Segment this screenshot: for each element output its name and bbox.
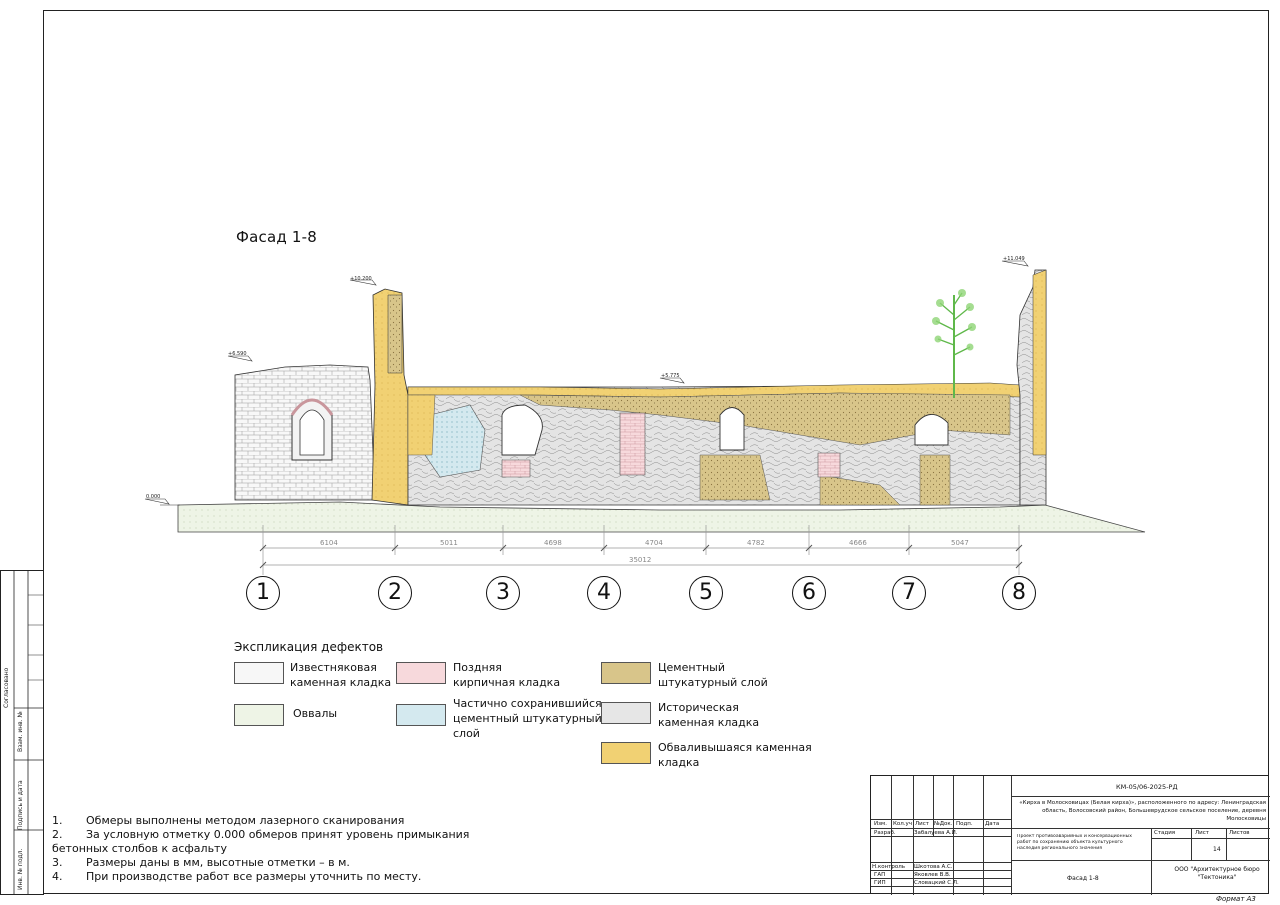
drawing-frame bbox=[43, 10, 1269, 894]
elevation-mark-zero: 0.000 bbox=[146, 494, 161, 500]
side-stamp-replace-inv: Взам. инв. № bbox=[17, 711, 24, 752]
legend-text-collapsing-stone: Обваливышаяся каменная кладка bbox=[658, 741, 812, 769]
legend-text-historic-stone: Историческая каменная кладка bbox=[658, 701, 760, 729]
legend-swatch-cement bbox=[601, 662, 651, 684]
legend-text-late-brick: Поздняя кирпичная кладка bbox=[453, 661, 561, 689]
dimension-7-8: 5047 bbox=[951, 539, 969, 547]
legend-text-collapses: Оввалы bbox=[293, 707, 338, 720]
sheet-name: Фасад 1-8 bbox=[1067, 875, 1099, 882]
side-stamp-grid bbox=[0, 570, 44, 895]
note-row: 2.За условную отметку 0.000 обмеров прин… bbox=[52, 828, 470, 841]
axis-label-1: 1 bbox=[246, 576, 280, 610]
legend-swatch-historic-stone bbox=[601, 702, 651, 724]
elevation-mark-pier2: +10.200 bbox=[350, 276, 372, 282]
object-description: «Кирха в Молосковицах (Белая кирха)», ра… bbox=[1019, 800, 1266, 822]
axis-label-4: 4 bbox=[587, 576, 621, 610]
document-code: КМ-05/06-2025-РД bbox=[1116, 783, 1178, 791]
side-stamp-inv-original: Инв. № подл. bbox=[17, 848, 24, 890]
title-block: Изм. Кол.уч Лист №Док. Подп. Дата Разраб… bbox=[870, 775, 1270, 895]
notes-list: 1.Обмеры выполнены методом лазерного ска… bbox=[52, 814, 472, 884]
legend-text-partial-plaster: Частично сохранившийся цементный штукату… bbox=[453, 697, 602, 740]
dimension-1-2: 6104 bbox=[320, 539, 338, 547]
elevation-mark-left: +6.590 bbox=[228, 351, 247, 357]
legend-swatch-limestone bbox=[234, 662, 284, 684]
dimension-4-5: 4704 bbox=[645, 539, 663, 547]
legend-swatch-partial-plaster bbox=[396, 704, 446, 726]
side-stamp-agreed: Согласовано bbox=[3, 667, 10, 708]
side-stamp-sign-date: Подпись и дата bbox=[17, 780, 24, 830]
elevation-mark-center: +5.775 bbox=[661, 373, 680, 379]
note-row: 3.Размеры даны в мм, высотные отметки – … bbox=[52, 856, 350, 869]
company-name: ООО "Архитектурное бюро "Тектоника" bbox=[1174, 866, 1260, 881]
dimension-5-6: 4782 bbox=[747, 539, 765, 547]
axis-label-2: 2 bbox=[378, 576, 412, 610]
legend-swatch-collapses bbox=[234, 704, 284, 726]
legend-title: Экспликация дефектов bbox=[234, 640, 384, 654]
elevation-mark-pier8: +11.049 bbox=[1003, 256, 1025, 262]
axis-label-6: 6 bbox=[792, 576, 826, 610]
legend-swatch-late-brick bbox=[396, 662, 446, 684]
axis-label-8: 8 bbox=[1002, 576, 1036, 610]
note-row: 4.При производстве работ все размеры уто… bbox=[52, 870, 422, 883]
axis-label-7: 7 bbox=[892, 576, 926, 610]
drawing-title: Фасад 1-8 bbox=[236, 228, 317, 246]
project-description: Проект противоаварийных и консервационны… bbox=[1017, 834, 1132, 851]
tree-icon bbox=[932, 289, 976, 398]
legend-text-limestone: Известняковая каменная кладка bbox=[290, 661, 392, 689]
note-row: бетонных столбов к асфальту bbox=[52, 842, 227, 855]
axis-label-5: 5 bbox=[689, 576, 723, 610]
dimension-6-7: 4666 bbox=[849, 539, 867, 547]
axis-label-3: 3 bbox=[486, 576, 520, 610]
dimension-lines bbox=[259, 525, 1023, 575]
legend-text-cement: Цементный штукатурный слой bbox=[658, 661, 768, 689]
note-row: 1.Обмеры выполнены методом лазерного ска… bbox=[52, 814, 405, 827]
facade-elevation bbox=[144, 260, 1146, 533]
dimension-3-4: 4698 bbox=[544, 539, 562, 547]
sheet-format: Формат А3 bbox=[1216, 895, 1256, 903]
legend-swatch-collapsing-stone bbox=[601, 742, 651, 764]
dimension-total: 35012 bbox=[629, 556, 652, 564]
dimension-2-3: 5011 bbox=[440, 539, 458, 547]
